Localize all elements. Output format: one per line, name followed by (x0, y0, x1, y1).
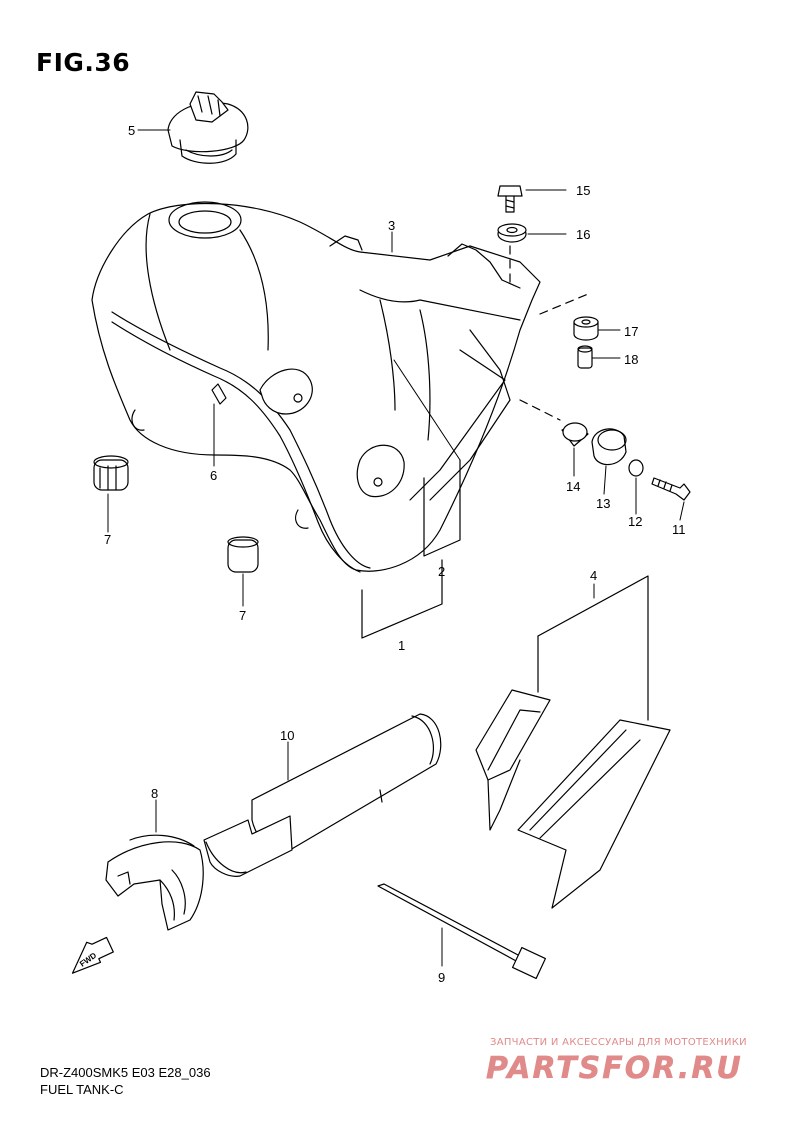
bolt-part (497, 185, 523, 213)
heat-protector-part (475, 689, 671, 909)
clamp-part (105, 834, 204, 931)
callout-4: 4 (590, 568, 597, 583)
watermark-caption: ЗАПЧАСТИ И АКСЕССУАРЫ ДЛЯ МОТОТЕХНИКИ (490, 1037, 747, 1048)
callout-7a: 7 (104, 532, 111, 547)
callout-6: 6 (210, 468, 217, 483)
callout-3: 3 (388, 218, 395, 233)
group-brackets (361, 459, 649, 721)
cable-tie-part (377, 883, 547, 980)
figure-title: FIG.36 (36, 48, 131, 77)
forward-direction-marker: FWD (71, 936, 114, 974)
callout-15: 15 (576, 183, 590, 198)
alignment-lines (509, 245, 589, 421)
collar-part (573, 316, 599, 341)
watermark-logo-text: PARTSFOR.RU (486, 1051, 743, 1086)
bolt-11-part (651, 477, 691, 501)
leader-lines (107, 129, 685, 967)
callout-13: 13 (596, 496, 610, 511)
spacer-part (577, 345, 593, 369)
fuel-cap-part (167, 91, 249, 164)
callout-8: 8 (151, 786, 158, 801)
callout-labels: 5 3 6 7 7 15 16 17 18 14 13 12 11 2 1 4 … (104, 123, 686, 985)
figure-footer: DR-Z400SMK5 E03 E28_036 FUEL TANK-C (40, 1064, 211, 1098)
callout-10: 10 (280, 728, 294, 743)
watermark-logo: PARTSFOR.RU (486, 1051, 743, 1087)
callout-9: 9 (438, 970, 445, 985)
callout-16: 16 (576, 227, 590, 242)
callout-14: 14 (566, 479, 580, 494)
grommet-part (93, 455, 259, 573)
callout-1: 1 (398, 638, 405, 653)
callout-17: 17 (624, 324, 638, 339)
figure-name: FUEL TANK-C (40, 1082, 124, 1097)
callout-5: 5 (128, 123, 135, 138)
washer-part (628, 459, 644, 477)
model-code: DR-Z400SMK5 E03 E28_036 (40, 1065, 211, 1080)
callout-11: 11 (672, 522, 686, 537)
fuel-tank-part (91, 201, 541, 573)
cushion-13-part (591, 428, 627, 466)
tank-hose-part (211, 383, 227, 405)
callout-18: 18 (624, 352, 638, 367)
callout-2: 2 (438, 564, 445, 579)
cushion-rubber-part (561, 422, 589, 447)
cushion-part (497, 223, 527, 243)
callout-12: 12 (628, 514, 642, 529)
protection-tube-part (203, 713, 442, 877)
callout-7b: 7 (239, 608, 246, 623)
